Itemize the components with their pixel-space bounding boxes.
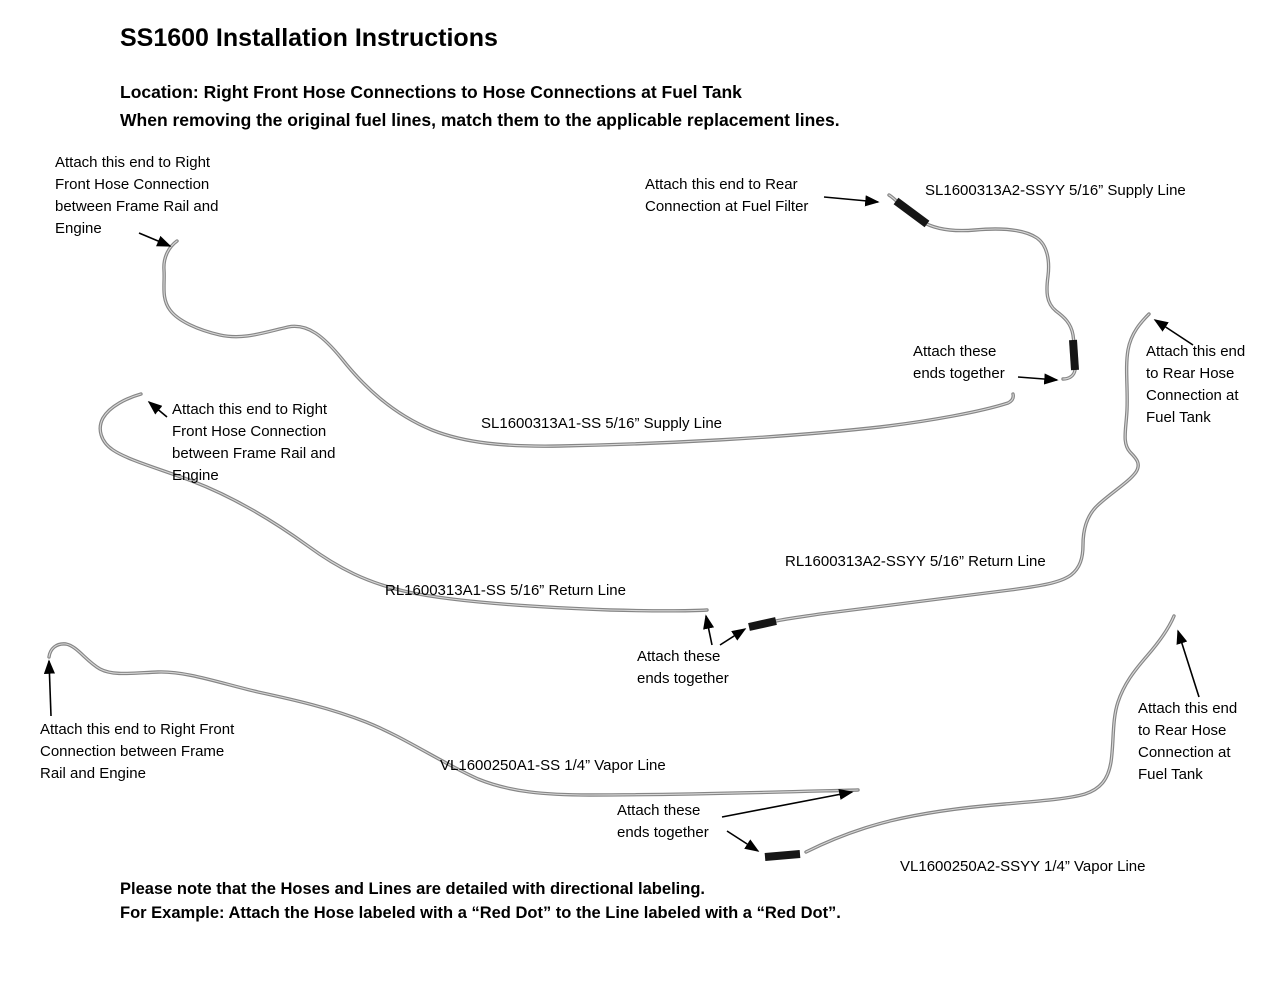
annotation-fuel-filter: Attach this end to Rear Connection at Fu… <box>645 176 809 215</box>
arrow-front-connection-bottom <box>43 659 56 717</box>
annotation-ends-together-supply: Attach these ends together <box>913 343 1005 382</box>
annotation-ends-together-return: Attach these ends together <box>637 648 729 687</box>
label-return-line-a2: RL1600313A2-SSYY 5/16” Return Line <box>785 553 1046 570</box>
arrow-ends-together-return-1 <box>703 614 715 646</box>
label-return-line-a1: RL1600313A1-SS 5/16” Return Line <box>385 582 626 599</box>
location-line: Location: Right Front Hose Connections t… <box>120 82 742 102</box>
page-title: SS1600 Installation Instructions <box>120 24 498 52</box>
annotation-front-connection-bottom: Attach this end to Right Front Connectio… <box>40 721 235 782</box>
vapor-line-a2-highlight <box>805 615 1175 853</box>
hose-section-vapor-a2-end <box>764 850 801 861</box>
arrow-ends-together-return-2 <box>719 628 747 646</box>
vapor-line-a2 <box>804 614 1176 854</box>
arrow-front-hose-mid <box>147 400 168 418</box>
footer-note-line1: Please note that the Hoses and Lines are… <box>120 880 705 898</box>
arrow-front-hose-top <box>138 232 172 247</box>
hose-section-supply-a2-start <box>893 197 930 228</box>
label-vapor-line-a2: VL1600250A2-SSYY 1/4” Vapor Line <box>900 858 1146 875</box>
instruction-line: When removing the original fuel lines, m… <box>120 110 840 130</box>
annotation-front-hose-mid: Attach this end to Right Front Hose Conn… <box>172 401 336 484</box>
label-vapor-line-a1: VL1600250A1-SS 1/4” Vapor Line <box>440 757 666 774</box>
footer-note-line2: For Example: Attach the Hose labeled wit… <box>120 904 841 922</box>
annotation-ends-together-vapor: Attach these ends together <box>617 802 709 841</box>
label-supply-line-a2: SL1600313A2-SSYY 5/16” Supply Line <box>925 182 1186 199</box>
hose-section-return-a2-end <box>748 617 777 631</box>
arrow-fuel-filter <box>823 195 880 207</box>
label-supply-line-a1: SL1600313A1-SS 5/16” Supply Line <box>481 415 723 432</box>
arrow-rear-tank-bottom <box>1176 629 1200 698</box>
annotation-front-hose-top: Attach this end to Right Front Hose Conn… <box>55 154 219 237</box>
hose-section-supply-a2-end <box>1069 339 1079 371</box>
arrow-rear-tank-top <box>1153 319 1194 346</box>
arrow-ends-together-vapor-1 <box>721 788 854 818</box>
annotation-rear-tank-top: Attach this end to Rear Hose Connection … <box>1146 343 1246 426</box>
arrow-ends-together-vapor-2 <box>726 830 760 852</box>
arrow-ends-together-supply <box>1017 373 1059 385</box>
annotation-rear-tank-bottom: Attach this end to Rear Hose Connection … <box>1138 700 1238 783</box>
